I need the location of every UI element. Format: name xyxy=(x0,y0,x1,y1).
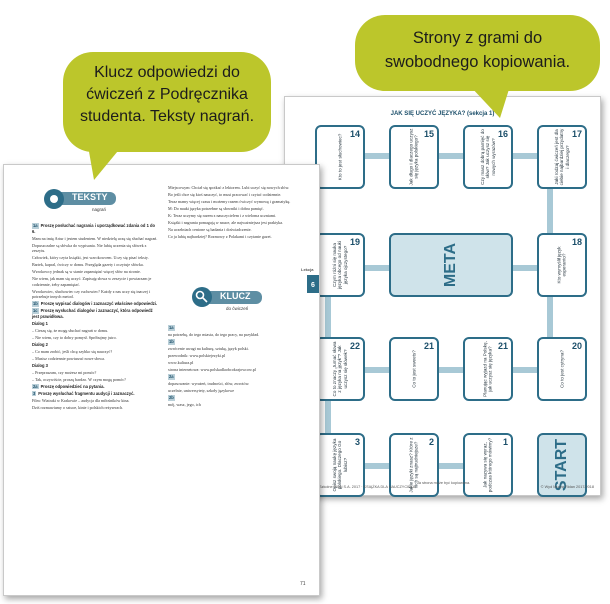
text-column-2: Miejscowym: Chciał się spotkać z lektore… xyxy=(168,185,291,239)
connector xyxy=(547,297,553,337)
callout-line: swobodnego kopiowania. xyxy=(384,53,571,71)
section-badge-label: TEKSTY xyxy=(72,192,108,202)
key-column: 1a na potrzebę, do tego miasta, do tego … xyxy=(168,325,260,407)
page-number: 71 xyxy=(300,581,306,587)
connector xyxy=(439,463,469,469)
connector xyxy=(547,187,553,233)
connector xyxy=(513,153,543,159)
key-badge-label: KLUCZ xyxy=(220,291,251,301)
section-badge: TEKSTY nagrań xyxy=(42,187,122,218)
footer-left: © Wydawnictwo Szkolne PWN S.A. 2017 · KS… xyxy=(291,485,416,489)
footer-right: © Wyd Mudra Ridan 2017/2018 xyxy=(540,485,594,489)
callout-line: Strony z grami do xyxy=(412,29,543,47)
callout-game-pages: Strony z grami do swobodnego kopiowania. xyxy=(355,15,600,91)
connector xyxy=(325,297,331,337)
callout-answer-key: Klucz odpowiedzi do ćwiczeń z Podręcznik… xyxy=(63,52,271,152)
footer-center: Ta strona może być kopiowana. xyxy=(417,481,471,485)
callout-left-tail xyxy=(88,146,122,180)
callout-line: studenta. Teksty nagrań. xyxy=(79,108,255,125)
connector xyxy=(365,463,395,469)
connector xyxy=(365,265,395,271)
start-tile: START xyxy=(537,433,587,497)
connector xyxy=(365,153,395,159)
unit-tab: 6 Lekcja xyxy=(301,267,319,293)
connector xyxy=(325,397,331,433)
game-title: JAK SIĘ UCZYĆ JĘZYKA? (sekcja 1) xyxy=(390,111,495,117)
section-badge-sub: nagrań xyxy=(92,207,107,212)
connector xyxy=(513,265,543,271)
callout-line: ćwiczeń z Podręcznika xyxy=(86,86,248,103)
key-badge: KLUCZ do ćwiczeń xyxy=(190,285,268,318)
connector xyxy=(513,367,543,373)
connector xyxy=(439,153,469,159)
connector xyxy=(439,367,469,373)
connector xyxy=(365,367,395,373)
meta-tile: META xyxy=(389,233,513,297)
key-badge-sub: do ćwiczeń xyxy=(226,306,249,311)
callout-right-tail xyxy=(470,86,510,118)
callout-line: Klucz odpowiedzi do xyxy=(94,64,240,81)
